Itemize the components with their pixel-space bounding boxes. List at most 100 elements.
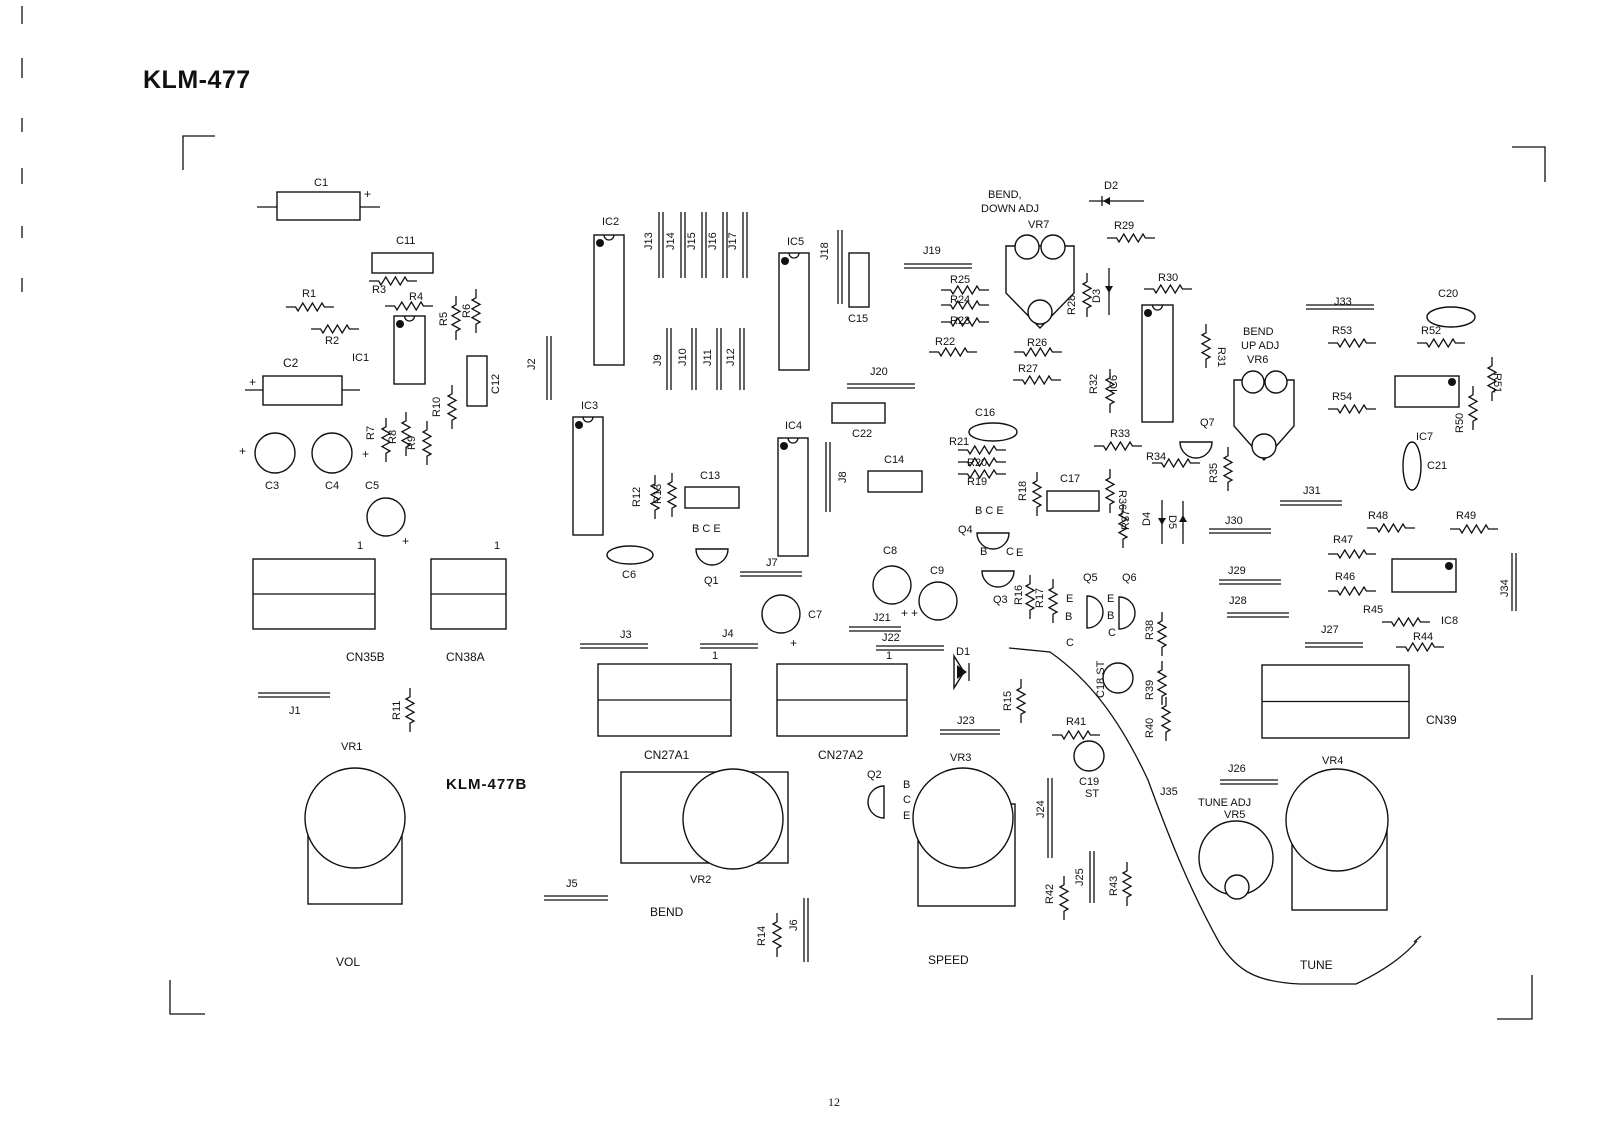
ic-ic1: IC1 — [352, 315, 426, 385]
resistor-r29: R29 — [1107, 220, 1155, 244]
label-j35: J35 — [1160, 786, 1178, 798]
resistor-r38: R38 — [1144, 612, 1168, 656]
label-d1: D1 — [956, 646, 970, 658]
jumper-j34: J34 — [1499, 553, 1517, 611]
resistor-r51: R51 — [1486, 357, 1503, 401]
diode-d5: D5 — [1166, 501, 1187, 544]
label-vr6: VR6 — [1247, 354, 1268, 366]
label-r4: R4 — [409, 291, 423, 303]
resistor-r26: R26 — [1014, 337, 1062, 358]
label-j11: J11 — [702, 349, 714, 366]
label-j5: J5 — [566, 878, 578, 890]
label-r52: R52 — [1421, 325, 1441, 337]
label-cn27a2: CN27A2 — [818, 748, 864, 762]
label-c15: C15 — [848, 313, 868, 325]
jumper-j16: J16 — [707, 212, 728, 278]
jumper-j17: J17 — [727, 212, 748, 278]
jumper-j30: J30 — [1209, 515, 1271, 534]
pin-q5-c: C — [1066, 637, 1074, 649]
resistor-r46: R46 — [1328, 571, 1376, 597]
pin-q6-e: E — [1107, 593, 1114, 605]
pin-q3-e: E — [1016, 547, 1023, 559]
resistor-r3: R3 — [369, 275, 417, 296]
label-r31: R31 — [1215, 347, 1227, 367]
pot-vr1: VR1 — [304, 741, 406, 905]
pot-vr7: VR7 — [1005, 219, 1075, 330]
label-c5: C5 — [365, 480, 379, 492]
resistor-r14: R14 — [756, 913, 783, 957]
cable-wire — [1008, 647, 1418, 985]
plus-c9a: + — [901, 606, 908, 620]
resistor-r35: R35 — [1208, 447, 1234, 491]
label-r5: R5 — [438, 312, 450, 326]
label-j31: J31 — [1303, 485, 1321, 497]
label-j23: J23 — [957, 715, 975, 727]
label-r54: R54 — [1332, 391, 1352, 403]
label-cn35b: CN35B — [346, 650, 385, 664]
label-c16: C16 — [975, 407, 995, 419]
label-r46: R46 — [1335, 571, 1355, 583]
pin-q6-b: B — [1107, 610, 1114, 622]
pot-vr2: VR2 — [620, 768, 789, 886]
ic-ic5: IC5 — [778, 236, 810, 371]
label-vr3: VR3 — [950, 752, 971, 764]
plus-c2: + — [249, 375, 256, 389]
plus-c3: + — [239, 444, 246, 458]
plus-c1: + — [364, 187, 371, 201]
label-r38: R38 — [1144, 620, 1156, 640]
label-j34: J34 — [1499, 579, 1511, 597]
resistor-r50: R50 — [1454, 386, 1479, 433]
label-j16: J16 — [707, 232, 719, 250]
label-j28: J28 — [1229, 595, 1247, 607]
pin1-cn27a1: 1 — [712, 650, 718, 662]
connector-cn38a: CN38A — [430, 558, 507, 664]
label-r22: R22 — [935, 336, 955, 348]
label-j15: J15 — [686, 232, 698, 250]
label-r19: R19 — [967, 476, 987, 488]
transistor-q7: Q7 — [1179, 417, 1215, 459]
jumper-j24: J24 — [1035, 778, 1053, 858]
label-ic6: IC6 — [1108, 375, 1120, 392]
resistor-r28: R28 — [1066, 273, 1093, 317]
jumper-j23: J23 — [940, 715, 1000, 735]
pot-vr6: VR6 — [1233, 354, 1295, 462]
resistor-r45: R45 — [1363, 604, 1430, 628]
label-r26: R26 — [1027, 337, 1047, 349]
jumper-j5: J5 — [544, 878, 608, 901]
diode-d3: D3 — [1091, 268, 1113, 315]
label-r44: R44 — [1413, 631, 1433, 643]
label-c3: C3 — [265, 480, 279, 492]
diode-d1: D1 — [953, 646, 970, 691]
resistor-r27: R27 — [1013, 363, 1061, 386]
label-j24: J24 — [1035, 800, 1047, 818]
capacitor-c3: C3 — [254, 432, 296, 492]
page-number: 12 — [828, 1095, 840, 1109]
label-cn39: CN39 — [1426, 713, 1457, 727]
resistor-r13: R13 — [652, 473, 678, 517]
label-r48: R48 — [1368, 510, 1388, 522]
cable-end — [1413, 935, 1422, 943]
label-j10: J10 — [677, 348, 689, 366]
jumper-j10: J10 — [677, 328, 697, 390]
label-c21: C21 — [1427, 460, 1447, 472]
label-j18: J18 — [819, 242, 831, 260]
label-r6: R6 — [461, 304, 473, 318]
jumper-j15: J15 — [686, 212, 707, 278]
capacitor-c12: C12 — [466, 355, 502, 407]
connector-cn39: CN39 — [1261, 664, 1457, 739]
jumper-j11: J11 — [702, 328, 722, 390]
label-d3: D3 — [1091, 289, 1103, 303]
diagram-body: C1+C2+C11C12C13C14C15C17C22C3+C4+C5+C7+C… — [239, 177, 1517, 985]
page-title: KLM-477 — [143, 66, 251, 94]
label-r25: R25 — [950, 274, 970, 286]
resistor-r39: R39 — [1144, 661, 1168, 705]
label-r11: R11 — [391, 701, 403, 720]
control-label-tune: TUNE — [1300, 958, 1333, 972]
label-j13: J13 — [643, 232, 655, 250]
label-ic4: IC4 — [785, 420, 802, 432]
pot-vr5: VR5 — [1198, 809, 1274, 900]
label-r1: R1 — [302, 288, 316, 300]
jumper-j33: J33 — [1306, 296, 1374, 310]
label-r32: R32 — [1088, 374, 1100, 394]
label-ic5: IC5 — [787, 236, 804, 248]
